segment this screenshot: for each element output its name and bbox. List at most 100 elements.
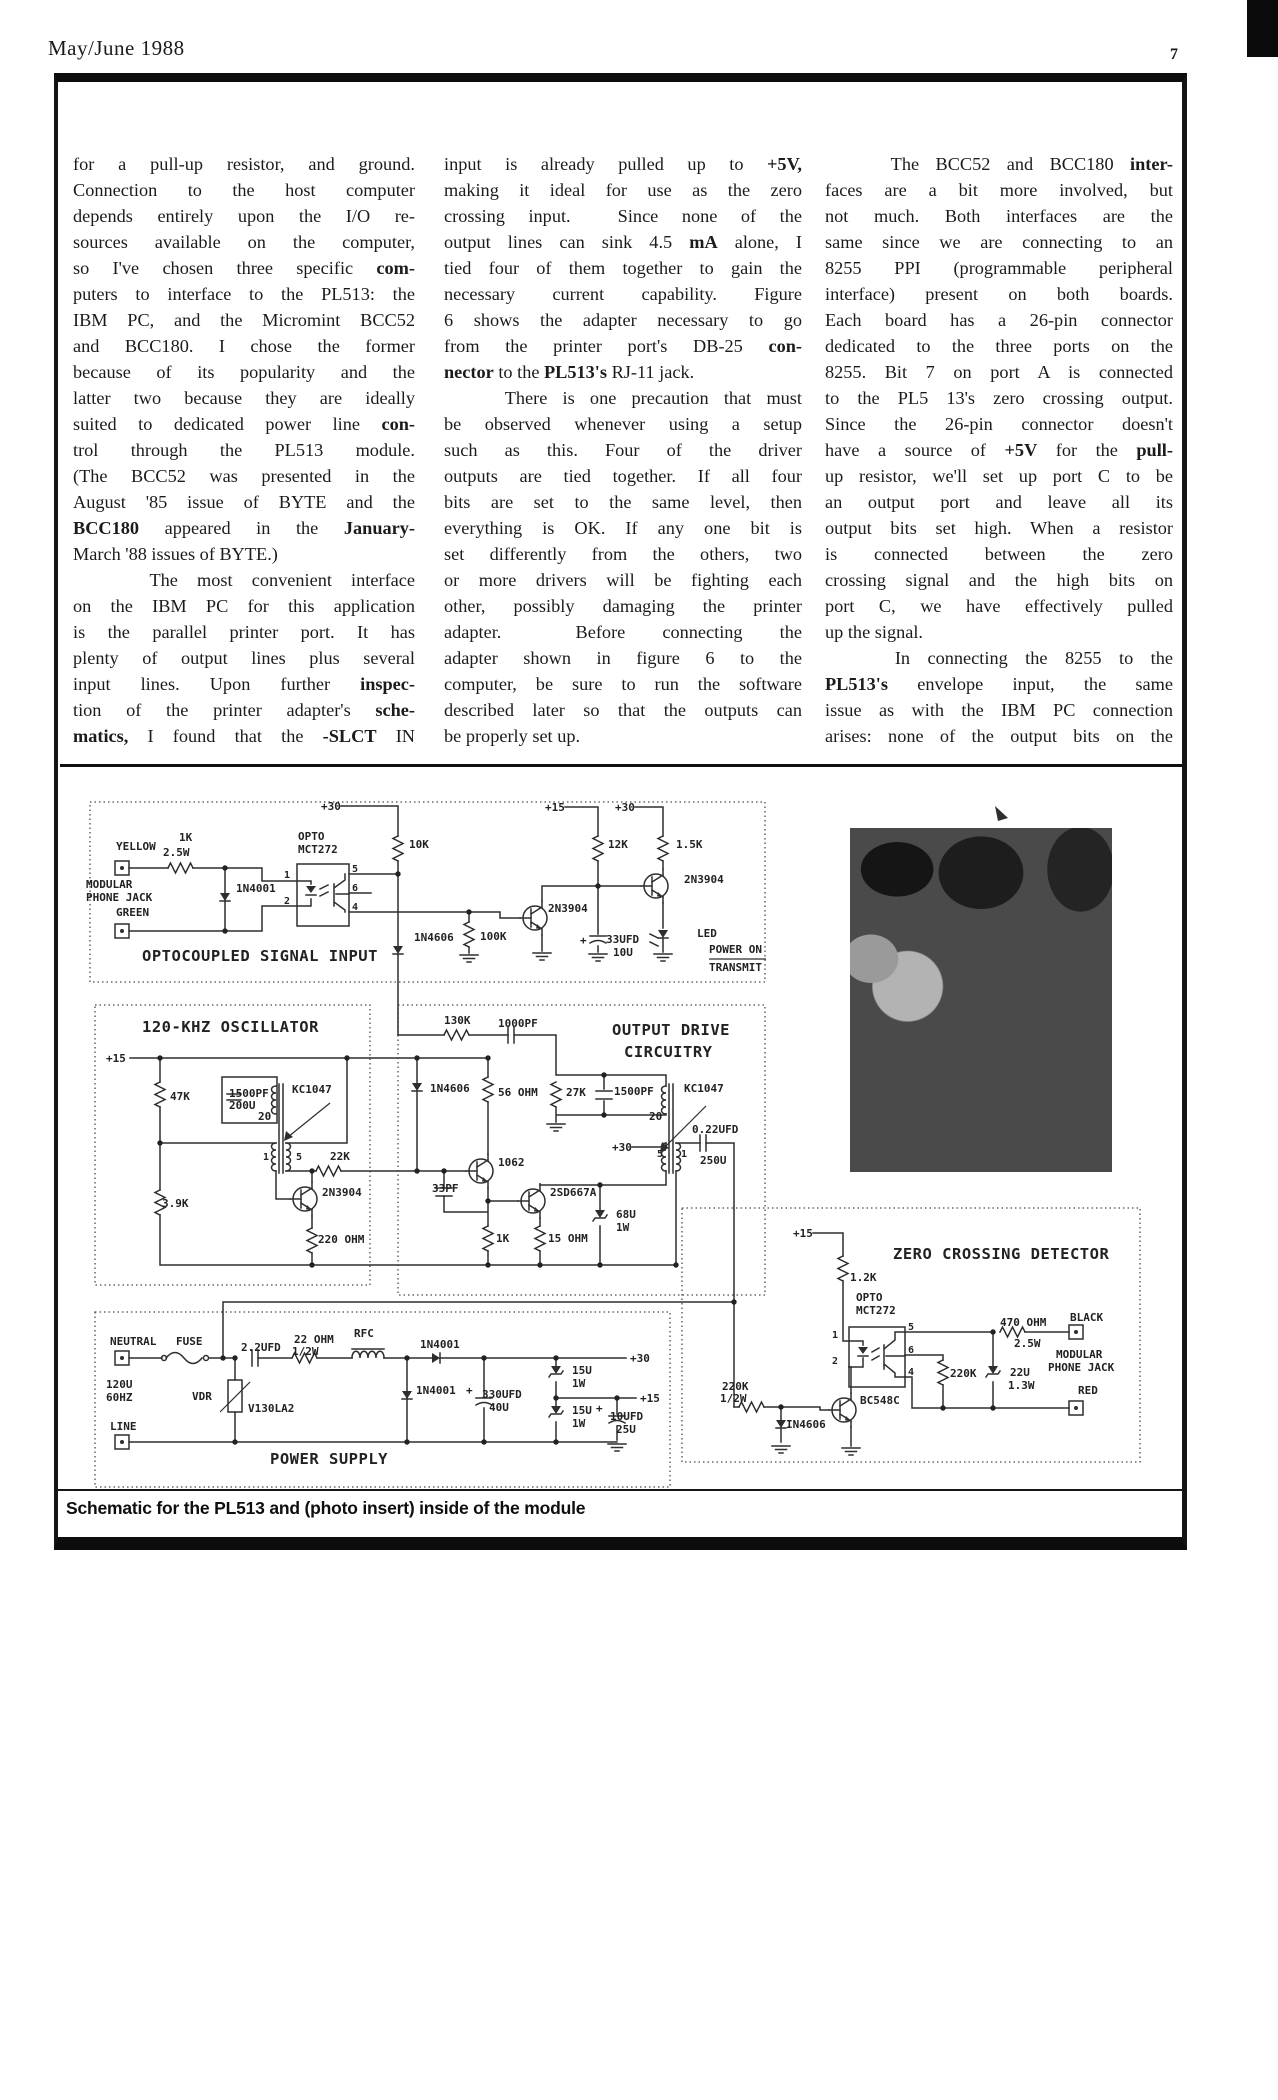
text-line: 8255 PPI (programmable peripheral: [825, 258, 1173, 278]
schematic-label: 120-KHZ OSCILLATOR: [142, 1018, 319, 1036]
schematic-label: 1.5K: [676, 838, 703, 851]
schematic-label: 220K: [950, 1367, 977, 1380]
schematic-label: 20: [649, 1110, 662, 1123]
text-line: other, possibly damaging the printer: [444, 596, 802, 616]
figure-caption: Schematic for the PL513 and (photo inser…: [66, 1498, 586, 1518]
schematic-label: CIRCUITRY: [624, 1043, 713, 1061]
schematic-label: 10U: [613, 946, 633, 959]
text-line: faces are a bit more involved, but: [825, 180, 1173, 200]
schematic-label: MODULAR: [1056, 1348, 1103, 1361]
schematic-label: 1/2W: [720, 1392, 747, 1405]
text-line: 6 shows the adapter necessary to go: [444, 310, 802, 330]
text-line: Since the 26-pin connector doesn't: [825, 414, 1173, 434]
text-line: Connection to the host computer: [73, 180, 415, 200]
text-line: is the parallel printer port. It has: [73, 622, 415, 642]
schematic-label: V130LA2: [248, 1402, 294, 1415]
text-line: computer, be sure to run the software: [444, 674, 802, 694]
caption-rule: [58, 1489, 1183, 1491]
schematic-label: 1.3W: [1008, 1379, 1035, 1392]
text-line: from the printer port's DB-25 con-: [444, 336, 802, 356]
schematic-label: 250U: [700, 1154, 727, 1167]
text-line: IBM PC, and the Micromint BCC52: [73, 310, 415, 330]
schematic-label: 1000PF: [498, 1017, 538, 1030]
schematic-label: KC1047: [684, 1082, 724, 1095]
text-line: suited to dedicated power line con-: [73, 414, 415, 434]
text-line: tied four of them together to gain the: [444, 258, 802, 278]
cursor-arrow-artifact: [995, 806, 1008, 821]
text-line: an output port and leave all its: [825, 492, 1173, 512]
schematic-label: 22K: [330, 1150, 350, 1163]
schematic-label: 2: [284, 896, 290, 907]
text-line: input lines. Upon further inspec-: [73, 674, 415, 694]
text-line: be observed whenever using a setup: [444, 414, 802, 434]
text-line: port C, we have effectively pulled: [825, 596, 1173, 616]
schematic-label: +15: [793, 1227, 813, 1240]
schematic-label: 33PF: [432, 1182, 459, 1195]
schematic-label: 330UFD: [482, 1388, 522, 1401]
text-line: described later so that the outputs can: [444, 700, 802, 720]
article-column-3: The BCC52 and BCC180 inter-faces are a b…: [825, 151, 1173, 749]
photo-insert-module-interior: [850, 828, 1112, 1172]
schematic-label: 40U: [489, 1401, 509, 1414]
schematic-label: 5: [296, 1152, 302, 1163]
schematic-label: 1N4001: [420, 1338, 460, 1351]
text-line: necessary current capability. Figure: [444, 284, 802, 304]
schematic-label: 22U: [1010, 1366, 1030, 1379]
text-line: nector to the PL513's RJ-11 jack.: [444, 362, 695, 382]
text-line: is connected between the zero: [825, 544, 1173, 564]
figure-top-rule: [60, 764, 1182, 767]
schematic-label: 1500PF: [229, 1087, 269, 1100]
text-line: BCC180 appeared in the January-: [73, 518, 415, 538]
schematic-label: BLACK: [1070, 1311, 1103, 1324]
schematic-label: PHONE JACK: [1048, 1361, 1115, 1374]
text-line: 8255. Bit 7 on port A is connected: [825, 362, 1173, 382]
text-line: arises: none of the output bits on the: [825, 726, 1173, 746]
schematic-label: KC1047: [292, 1083, 332, 1096]
text-line: output bits set high. When a resistor: [825, 518, 1173, 538]
schematic-label: +15: [106, 1052, 126, 1065]
schematic-label: 130K: [444, 1014, 471, 1027]
schematic-label: 6: [352, 883, 358, 894]
text-line: and BCC180. I chose the former: [73, 336, 415, 356]
transistor-2n3904: [519, 900, 548, 936]
schematic-label: +: [596, 1402, 603, 1415]
text-line: tion of the printer adapter's sche-: [73, 700, 415, 720]
schematic-label: +15: [640, 1392, 660, 1405]
section-borders: [89, 801, 1141, 1488]
schematic-label: LED: [697, 927, 717, 940]
text-line: March '88 issues of BYTE.): [73, 544, 278, 564]
text-line: There is one precaution that must: [444, 388, 802, 408]
text-line: adapter shown in figure 6 to the: [444, 648, 802, 668]
schematic-label: YELLOW: [116, 840, 156, 853]
text-line: (The BCC52 was presented in the: [73, 466, 415, 486]
schematic-label: 1K: [496, 1232, 510, 1245]
schematic-label: RED: [1078, 1384, 1098, 1397]
schematic-label: 1N4606: [430, 1082, 470, 1095]
text-line: up resistor, we'll set up port C to be: [825, 466, 1173, 486]
schematic-label: 470 OHM: [1000, 1316, 1047, 1329]
text-line: PL513's envelope input, the same: [825, 674, 1173, 694]
schematic-label: OPTO: [298, 830, 325, 843]
schematic-label: +30: [321, 800, 341, 813]
schematic-label: 56 OHM: [498, 1086, 538, 1099]
article-column-2: input is already pulled up to +5V,making…: [444, 151, 802, 749]
schematic-label: BC548C: [860, 1394, 900, 1407]
text-line: be properly set up.: [444, 726, 581, 746]
text-line: The BCC52 and BCC180 inter-: [825, 154, 1173, 174]
schematic-label: 15U: [572, 1364, 592, 1377]
schematic-label: 1500PF: [614, 1085, 654, 1098]
schematic-label: OPTO: [856, 1291, 883, 1304]
text-line: In connecting the 8255 to the: [825, 648, 1173, 668]
text-line: output lines can sink 4.5 mA alone, I: [444, 232, 803, 252]
schematic-label: 1N4001: [236, 882, 276, 895]
schematic-label: +30: [612, 1141, 632, 1154]
schematic-label: 25U: [616, 1423, 636, 1436]
text-line: such as this. Four of the driver: [444, 440, 802, 460]
schematic-label: 1W: [572, 1417, 586, 1430]
schematic-label: 47K: [170, 1090, 190, 1103]
schematic-label: OPTOCOUPLED SIGNAL INPUT: [142, 947, 378, 965]
text-line: interface) present on both boards.: [825, 284, 1173, 304]
schematic-label: 200U: [229, 1099, 256, 1112]
text-line: sources available on the computer,: [73, 232, 415, 252]
schematic-label: 1N4606: [414, 931, 454, 944]
